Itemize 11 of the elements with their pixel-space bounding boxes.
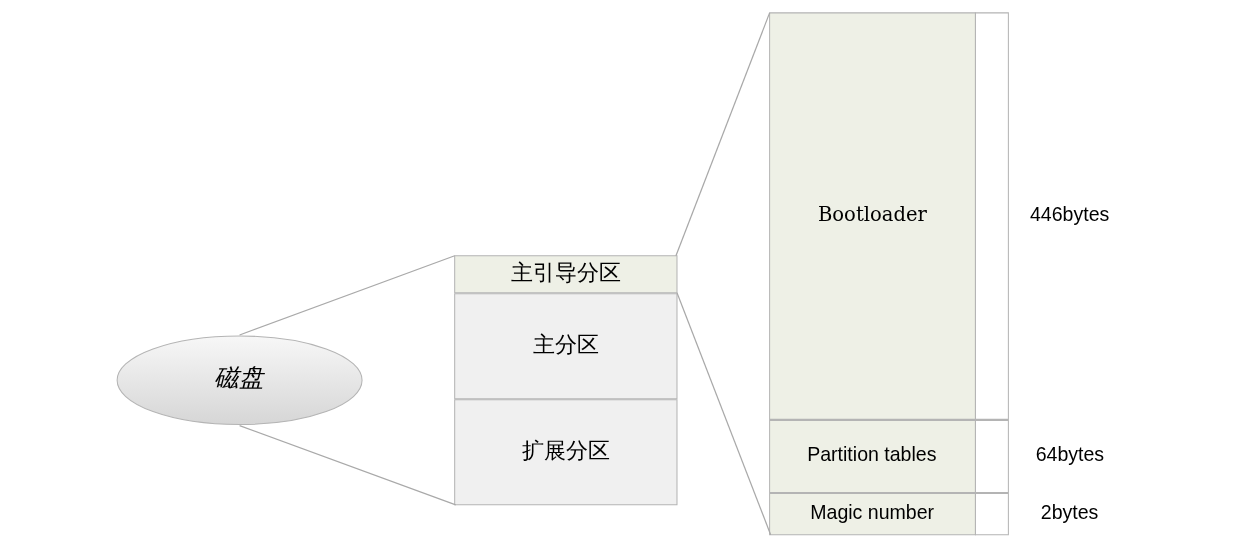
- connector: [674, 12, 770, 257]
- connector: [238, 424, 456, 506]
- node-label: 64bytes: [1035, 443, 1104, 466]
- connector: [238, 255, 455, 336]
- node-ellipse: 磁盘: [116, 335, 363, 426]
- node-label: 2bytes: [1040, 500, 1098, 523]
- node-box: 主引导分区: [453, 255, 677, 294]
- node-box: 扩展分区: [453, 399, 677, 506]
- node-box: 主分区: [453, 293, 677, 400]
- connector: [675, 292, 771, 536]
- node-label: 446bytes: [1029, 202, 1109, 225]
